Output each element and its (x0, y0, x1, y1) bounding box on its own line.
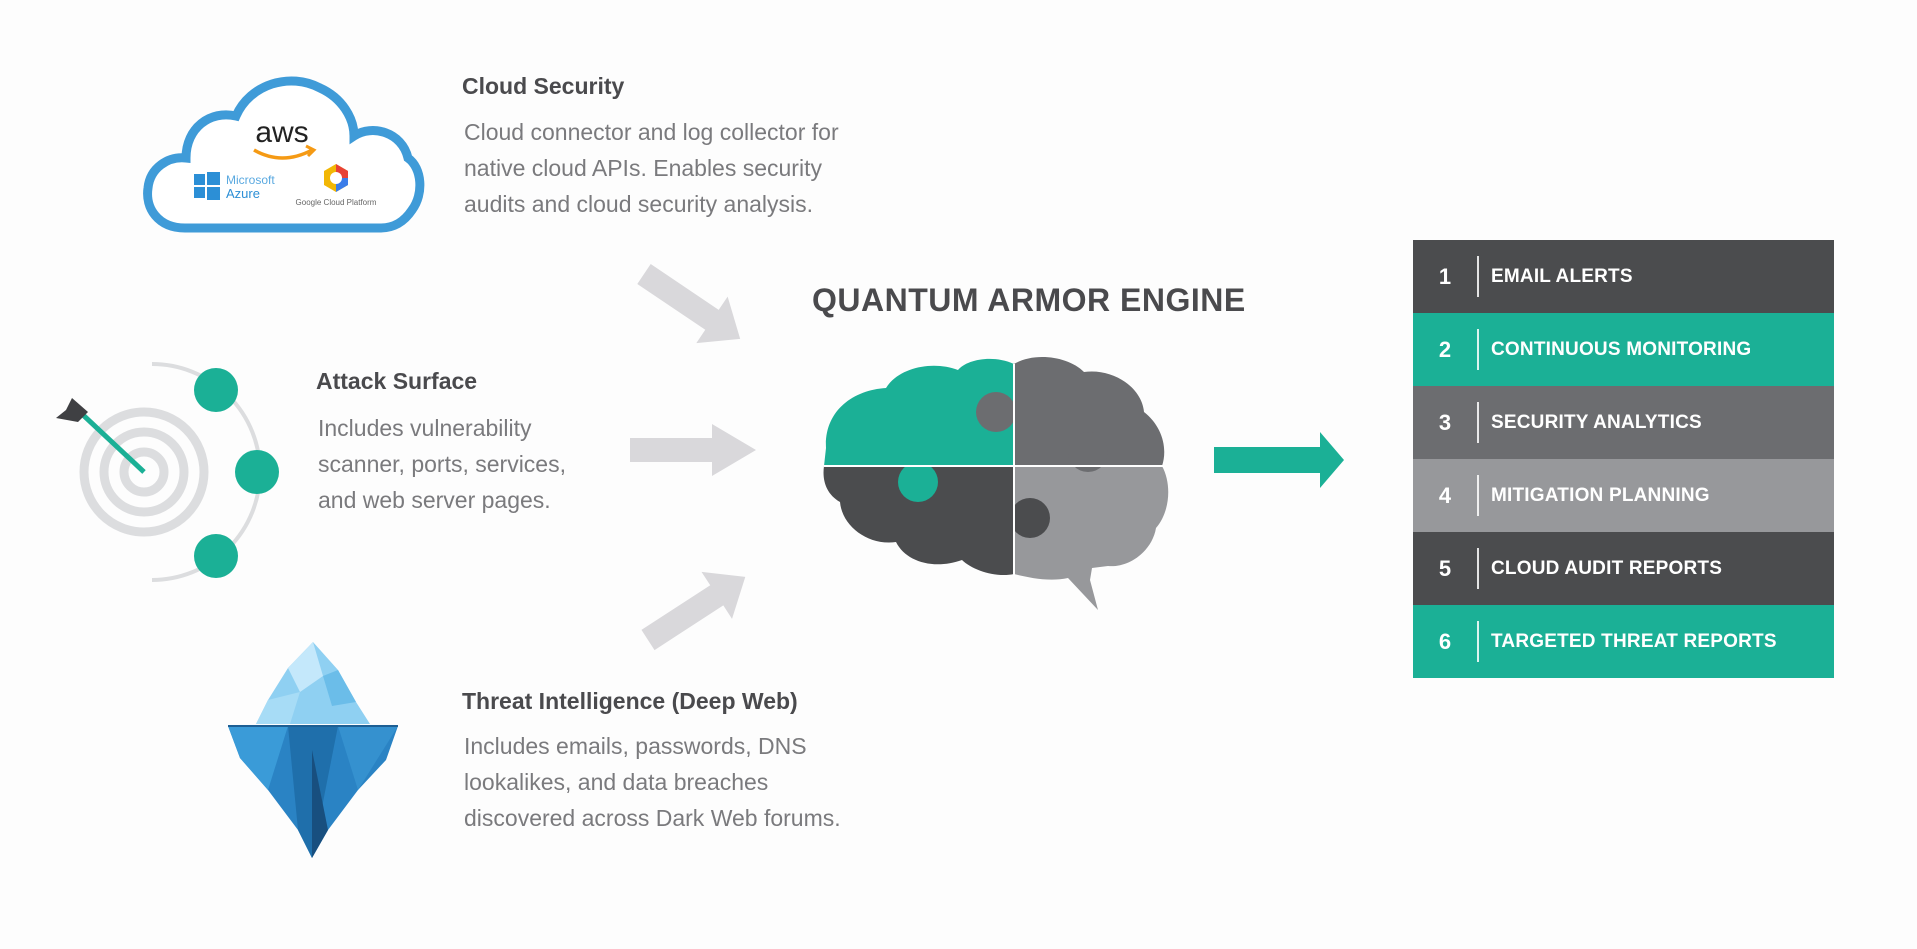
output-item-number: 3 (1438, 409, 1452, 435)
threat-intelligence-title: Threat Intelligence (Deep Web) (462, 688, 798, 714)
output-item-label: MITIGATION PLANNING (1491, 484, 1710, 506)
arrow-from-threat-intel-icon (641, 571, 746, 651)
output-item-mitigation-planning: 4 MITIGATION PLANNING (1413, 459, 1834, 532)
cloud-logos-icon: aws Microsoft Azure Google Cloud Platfor… (143, 76, 425, 233)
output-item-separator (1477, 256, 1479, 297)
output-item-continuous-monitoring: 2 CONTINUOUS MONITORING (1413, 313, 1834, 386)
output-item-security-analytics: 3 SECURITY ANALYTICS (1413, 386, 1834, 459)
puzzle-knob-icon (976, 392, 1016, 432)
output-item-number: 2 (1438, 336, 1452, 362)
output-item-label: CLOUD AUDIT REPORTS (1491, 557, 1723, 579)
attack-surface-title: Attack Surface (316, 368, 478, 394)
iceberg-icon (228, 642, 398, 858)
threat-intelligence-line-1: Includes emails, passwords, DNS (464, 733, 807, 759)
threat-intelligence-line-2: lookalikes, and data breaches (464, 769, 769, 795)
output-item-cloud-audit-reports: 5 CLOUD AUDIT REPORTS (1413, 532, 1834, 605)
attack-surface-line-3: and web server pages. (318, 487, 551, 513)
attack-surface-line-1: Includes vulnerability (318, 415, 532, 441)
output-arrow-icon (1214, 432, 1344, 488)
svg-text:Microsoft: Microsoft (226, 173, 275, 187)
output-item-separator (1477, 621, 1479, 662)
target-icon (56, 362, 279, 582)
cloud-security-line-1: Cloud connector and log collector for (464, 119, 839, 145)
brain-puzzle-icon (823, 357, 1169, 610)
output-item-email-alerts: 1 EMAIL ALERTS (1413, 240, 1834, 313)
attack-surface-description: Includes vulnerability scanner, ports, s… (318, 410, 566, 518)
output-item-number: 5 (1438, 555, 1452, 581)
output-item-separator (1477, 548, 1479, 589)
output-item-number: 6 (1438, 628, 1452, 654)
engine-title: QUANTUM ARMOR ENGINE (812, 282, 1246, 318)
threat-intelligence-description: Includes emails, passwords, DNS lookalik… (464, 728, 841, 836)
output-item-label: CONTINUOUS MONITORING (1491, 338, 1752, 360)
output-item-number: 1 (1438, 263, 1452, 289)
svg-text:Azure: Azure (226, 186, 260, 201)
cloud-security-line-3: audits and cloud security analysis. (464, 191, 814, 217)
output-item-separator (1477, 475, 1479, 516)
cloud-security-line-2: native cloud APIs. Enables security (464, 155, 822, 181)
cloud-security-title: Cloud Security (462, 73, 625, 99)
output-item-separator (1477, 402, 1479, 443)
threat-intelligence-line-3: discovered across Dark Web forums. (464, 805, 841, 831)
output-item-number: 4 (1438, 482, 1452, 508)
output-item-separator (1477, 329, 1479, 370)
arrow-from-attack-surface-icon (630, 424, 756, 476)
output-panel: 1 EMAIL ALERTS 2 CONTINUOUS MONITORING 3… (1413, 240, 1834, 682)
svg-text:Google Cloud Platform: Google Cloud Platform (296, 198, 377, 207)
output-item-targeted-threat-reports: 6 TARGETED THREAT REPORTS (1413, 605, 1834, 678)
arrow-from-cloud-icon (637, 264, 741, 344)
attack-surface-line-2: scanner, ports, services, (318, 451, 566, 477)
cloud-security-description: Cloud connector and log collector for na… (464, 114, 839, 222)
input-arrows (630, 264, 756, 651)
aws-logo-text: aws (255, 116, 308, 149)
output-item-label: EMAIL ALERTS (1491, 265, 1633, 287)
output-item-label: SECURITY ANALYTICS (1491, 411, 1702, 433)
output-item-label: TARGETED THREAT REPORTS (1491, 630, 1777, 652)
